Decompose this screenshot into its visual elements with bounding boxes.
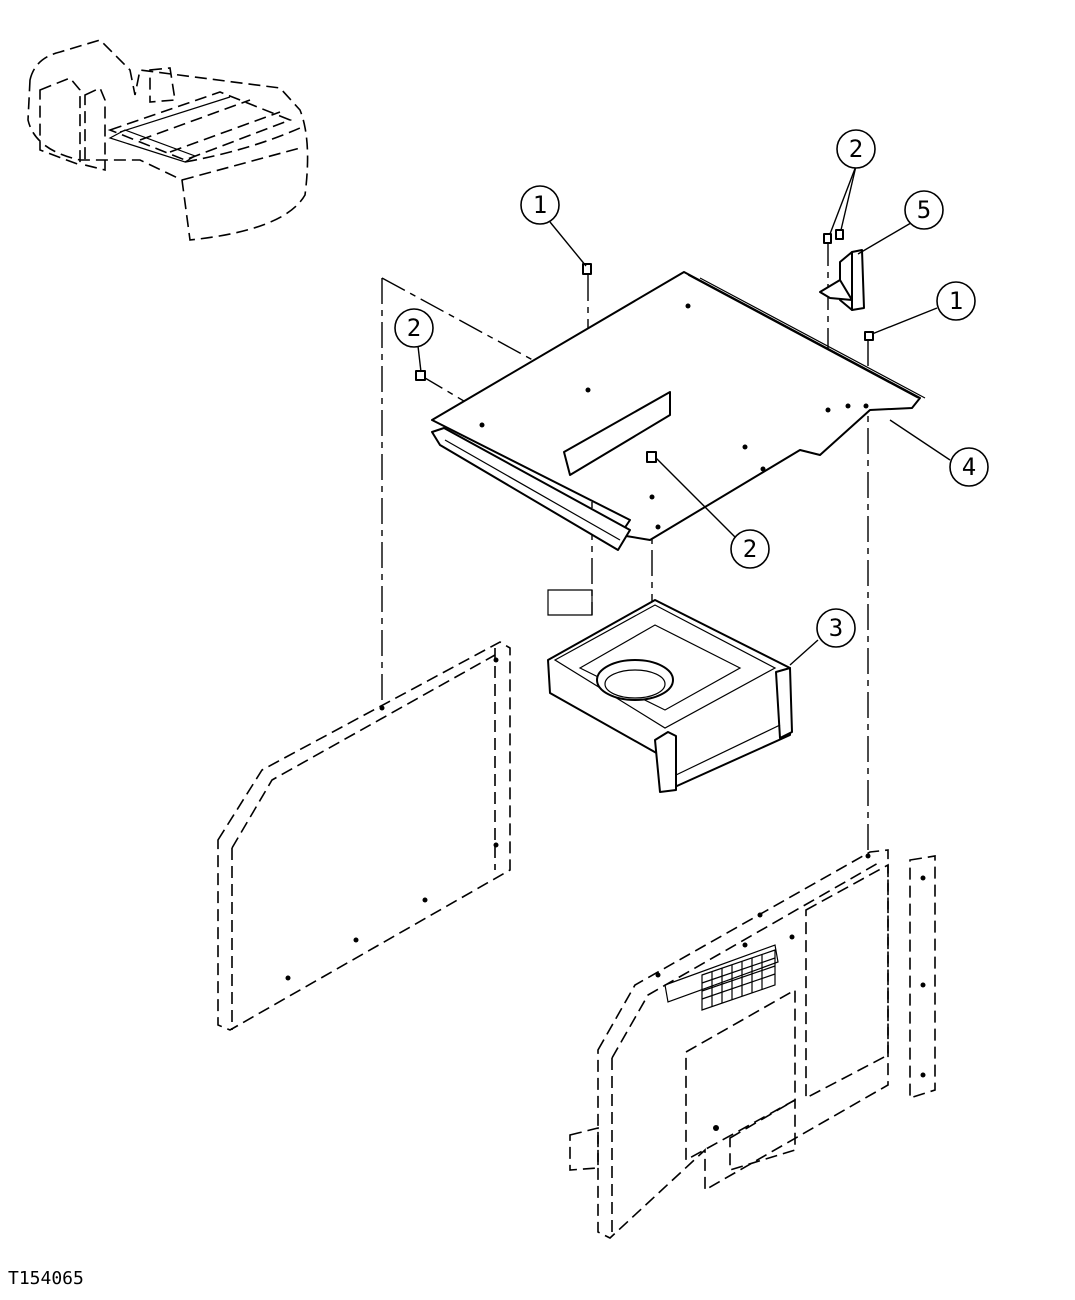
bracket-part-5 xyxy=(819,249,865,311)
seat-stand-part-3 xyxy=(547,589,793,793)
floor-plate xyxy=(431,271,926,551)
svg-text:1: 1 xyxy=(533,191,547,219)
figure-id-label: T154065 xyxy=(8,1268,84,1289)
svg-text:2: 2 xyxy=(407,314,421,342)
right-side-panel xyxy=(569,849,936,1239)
svg-text:3: 3 xyxy=(829,614,843,642)
callout-2-left: 2 xyxy=(394,308,434,348)
callout-3: 3 xyxy=(816,608,856,648)
svg-text:4: 4 xyxy=(962,453,976,481)
svg-text:2: 2 xyxy=(743,535,757,563)
callout-2-top-right: 2 xyxy=(836,129,876,169)
vent-grille xyxy=(701,949,776,1011)
callout-2-center: 2 xyxy=(730,529,770,569)
svg-text:2: 2 xyxy=(849,135,863,163)
leader-lines xyxy=(417,165,951,666)
screws xyxy=(415,229,874,463)
svg-text:1: 1 xyxy=(949,287,963,315)
machine-locator-thumbnail xyxy=(27,39,309,241)
callout-1-right: 1 xyxy=(936,281,976,321)
callout-4: 4 xyxy=(949,447,989,487)
callout-5: 5 xyxy=(904,190,944,230)
left-side-panel xyxy=(217,641,511,1031)
svg-text:5: 5 xyxy=(917,196,931,224)
callout-1-top: 1 xyxy=(520,185,560,225)
